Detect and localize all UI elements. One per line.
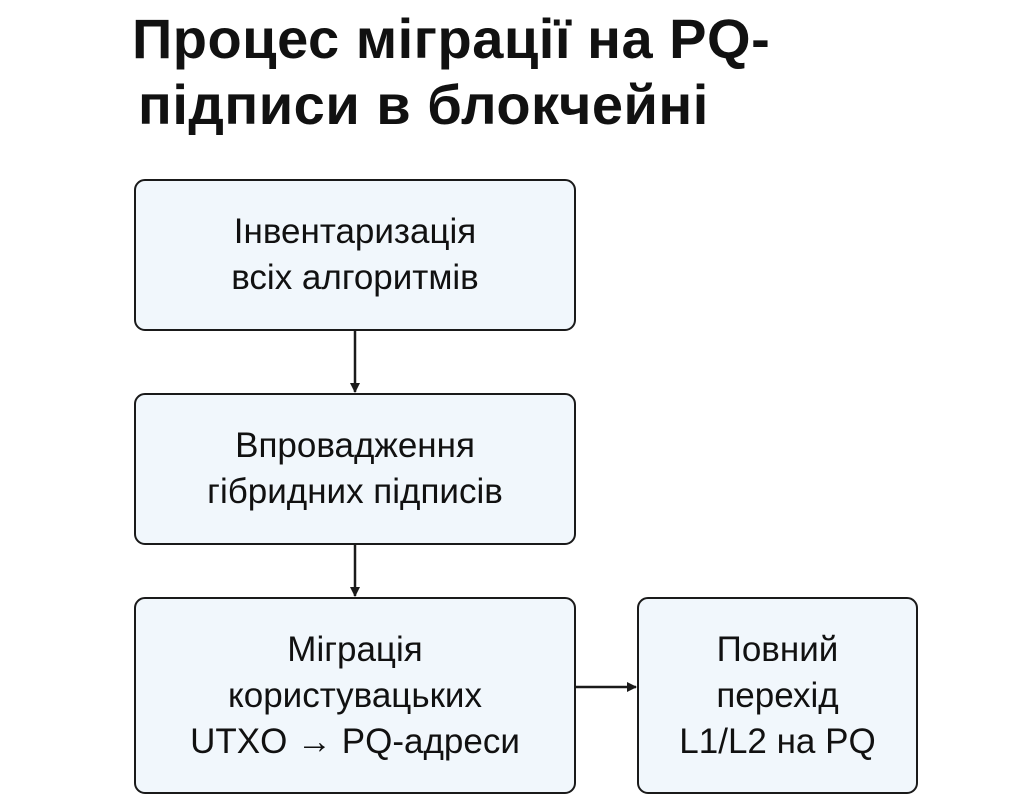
step-text-line: Інвентаризація (233, 212, 477, 251)
title-line-1: Процес міграції на PQ- (132, 7, 771, 70)
step-full-transition: Повний перехід L1/L2 на PQ (637, 597, 918, 794)
step-text-line: перехід (716, 675, 839, 715)
step-text-line: Міграція (287, 629, 423, 669)
step-text-line: всіх алгоритмів (231, 258, 479, 297)
step-inventory: Інвентаризація всіх алгоритмів (134, 179, 576, 331)
step-utxo-migration: Міграція користувацьких UTXO → PQ-адреси (134, 597, 576, 794)
step-text-line: Повний (716, 629, 839, 669)
step-text-line: користувацьких (228, 675, 482, 715)
title-line-2: підписи в блокчейні (138, 73, 709, 136)
step-text-line: UTXO → PQ-адреси (190, 721, 520, 761)
diagram-title: Процес міграції на PQ- підписи в блокчей… (132, 6, 770, 138)
step-text-line: Впровадження (235, 426, 475, 465)
step-text-line: L1/L2 на PQ (679, 721, 876, 761)
step-hybrid-signatures: Впровадження гібридних підписів (134, 393, 576, 545)
step-text-line: гібридних підписів (207, 472, 503, 511)
